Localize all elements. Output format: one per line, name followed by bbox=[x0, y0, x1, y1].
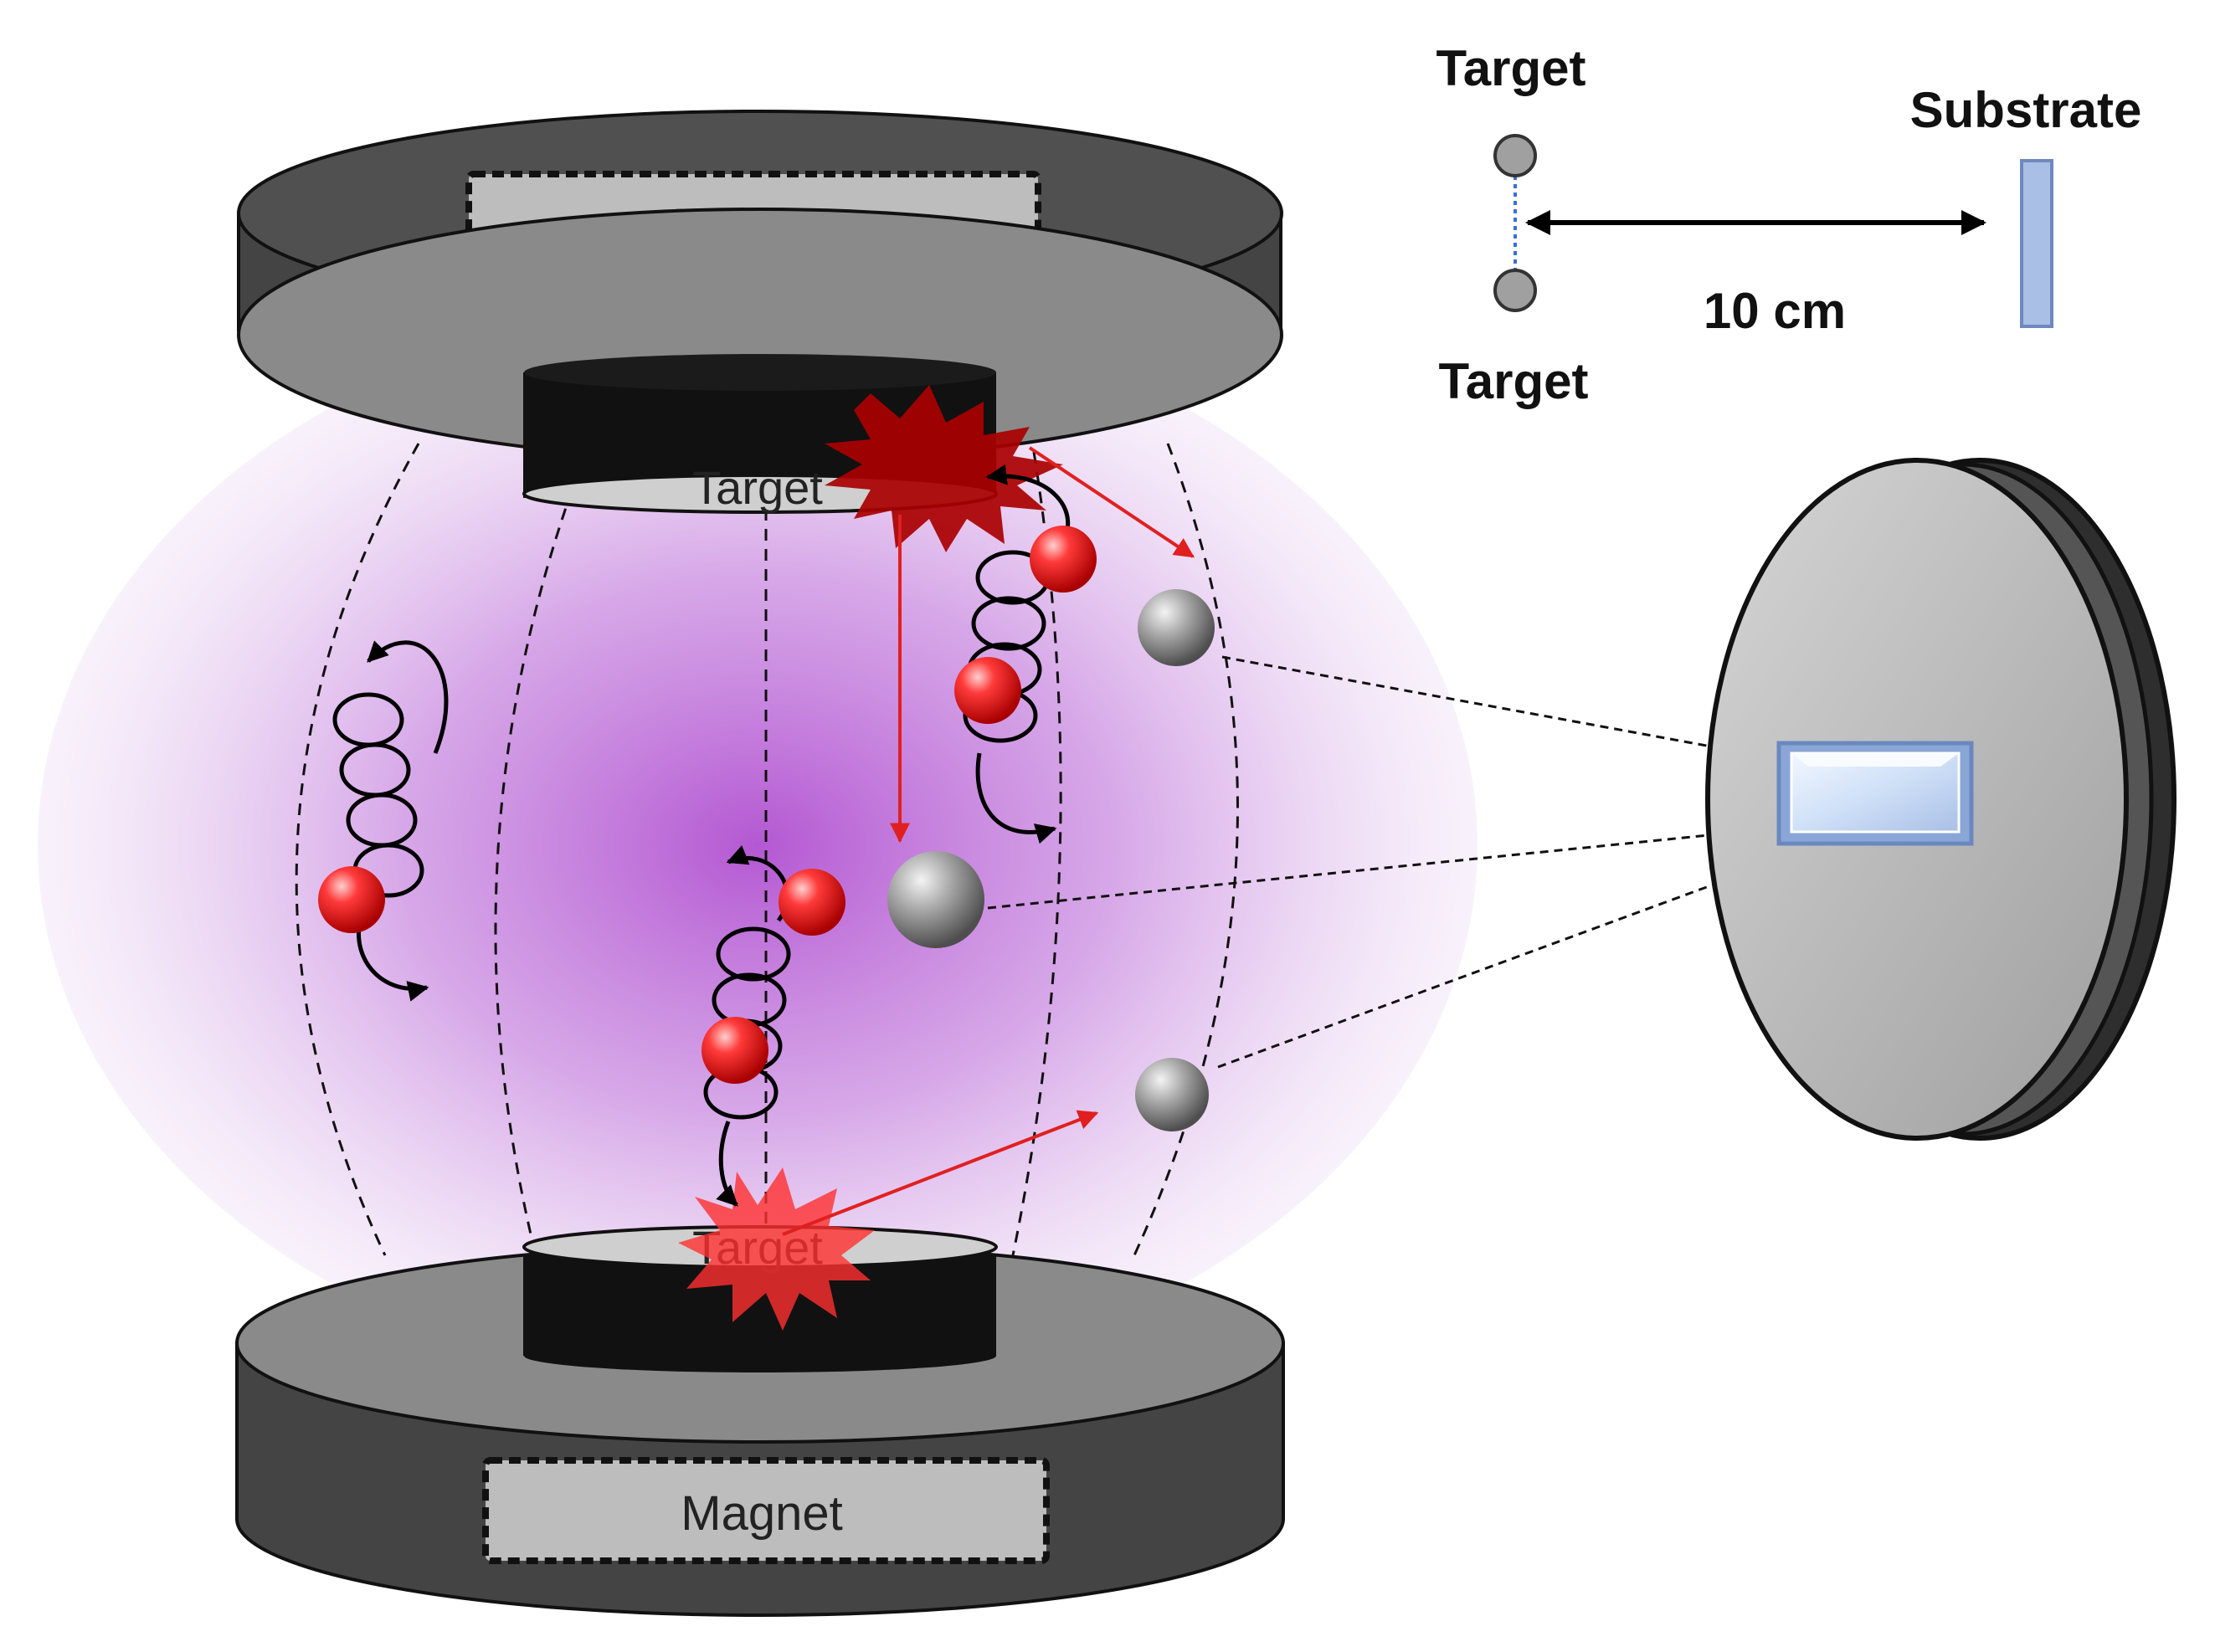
field-line-outer-right bbox=[1133, 443, 1239, 1256]
electron-center-upper bbox=[779, 869, 845, 936]
atom-upper-right bbox=[1138, 589, 1215, 666]
inset-substrate-label: Substrate bbox=[1910, 82, 2142, 138]
magnet-bottom-box bbox=[482, 1457, 1050, 1564]
electron-left bbox=[318, 866, 385, 933]
ion-arrow-top-right bbox=[1028, 446, 1195, 558]
deposition-paths bbox=[987, 655, 1775, 1069]
electrons bbox=[318, 526, 1097, 1084]
substrate-holder bbox=[1705, 458, 2176, 1141]
field-line-outer-left bbox=[295, 443, 420, 1256]
impact-burst-top bbox=[825, 385, 1063, 552]
inset-substrate-bar bbox=[2020, 159, 2053, 328]
deposition-path-upper bbox=[1221, 655, 1770, 757]
top-target-holder-top bbox=[524, 354, 996, 391]
inset-distance-label: 10 cm bbox=[1704, 283, 1846, 339]
magnet-bottom-label: Magnet bbox=[681, 1486, 842, 1541]
inset-schematic: Target Substrate 10 cm Target bbox=[1436, 40, 2142, 409]
plasma-glow bbox=[38, 301, 1478, 1389]
inset-target-bottom-dot bbox=[1493, 269, 1537, 312]
bottom-target-holder-bottom bbox=[524, 1339, 996, 1372]
electron-right-lower bbox=[954, 657, 1021, 724]
ion-arrows bbox=[782, 446, 1195, 1236]
inset-target-top-dot bbox=[1493, 134, 1537, 177]
bottom-magnet-assembly: Magnet Target bbox=[235, 1221, 1285, 1617]
inset-target-top-label: Target bbox=[1436, 40, 1586, 96]
atom-center bbox=[887, 851, 984, 948]
top-magnet-assembly: Magnet Target bbox=[237, 110, 1283, 514]
field-line-inner-left bbox=[494, 451, 588, 1256]
impact-burst-bottom bbox=[678, 1167, 875, 1331]
sputtered-atoms bbox=[887, 589, 1215, 1131]
inset-target-bottom-label: Target bbox=[1439, 353, 1589, 409]
substrate-sample-bevel bbox=[1791, 753, 1959, 767]
atom-lower-right bbox=[1135, 1058, 1209, 1131]
deposition-path-middle bbox=[987, 829, 1775, 910]
ion-arrow-bottom-right bbox=[782, 1110, 1099, 1236]
electron-right-upper bbox=[1030, 526, 1097, 593]
electron-center-lower bbox=[702, 1017, 768, 1084]
target-top-label: Target bbox=[692, 461, 823, 514]
